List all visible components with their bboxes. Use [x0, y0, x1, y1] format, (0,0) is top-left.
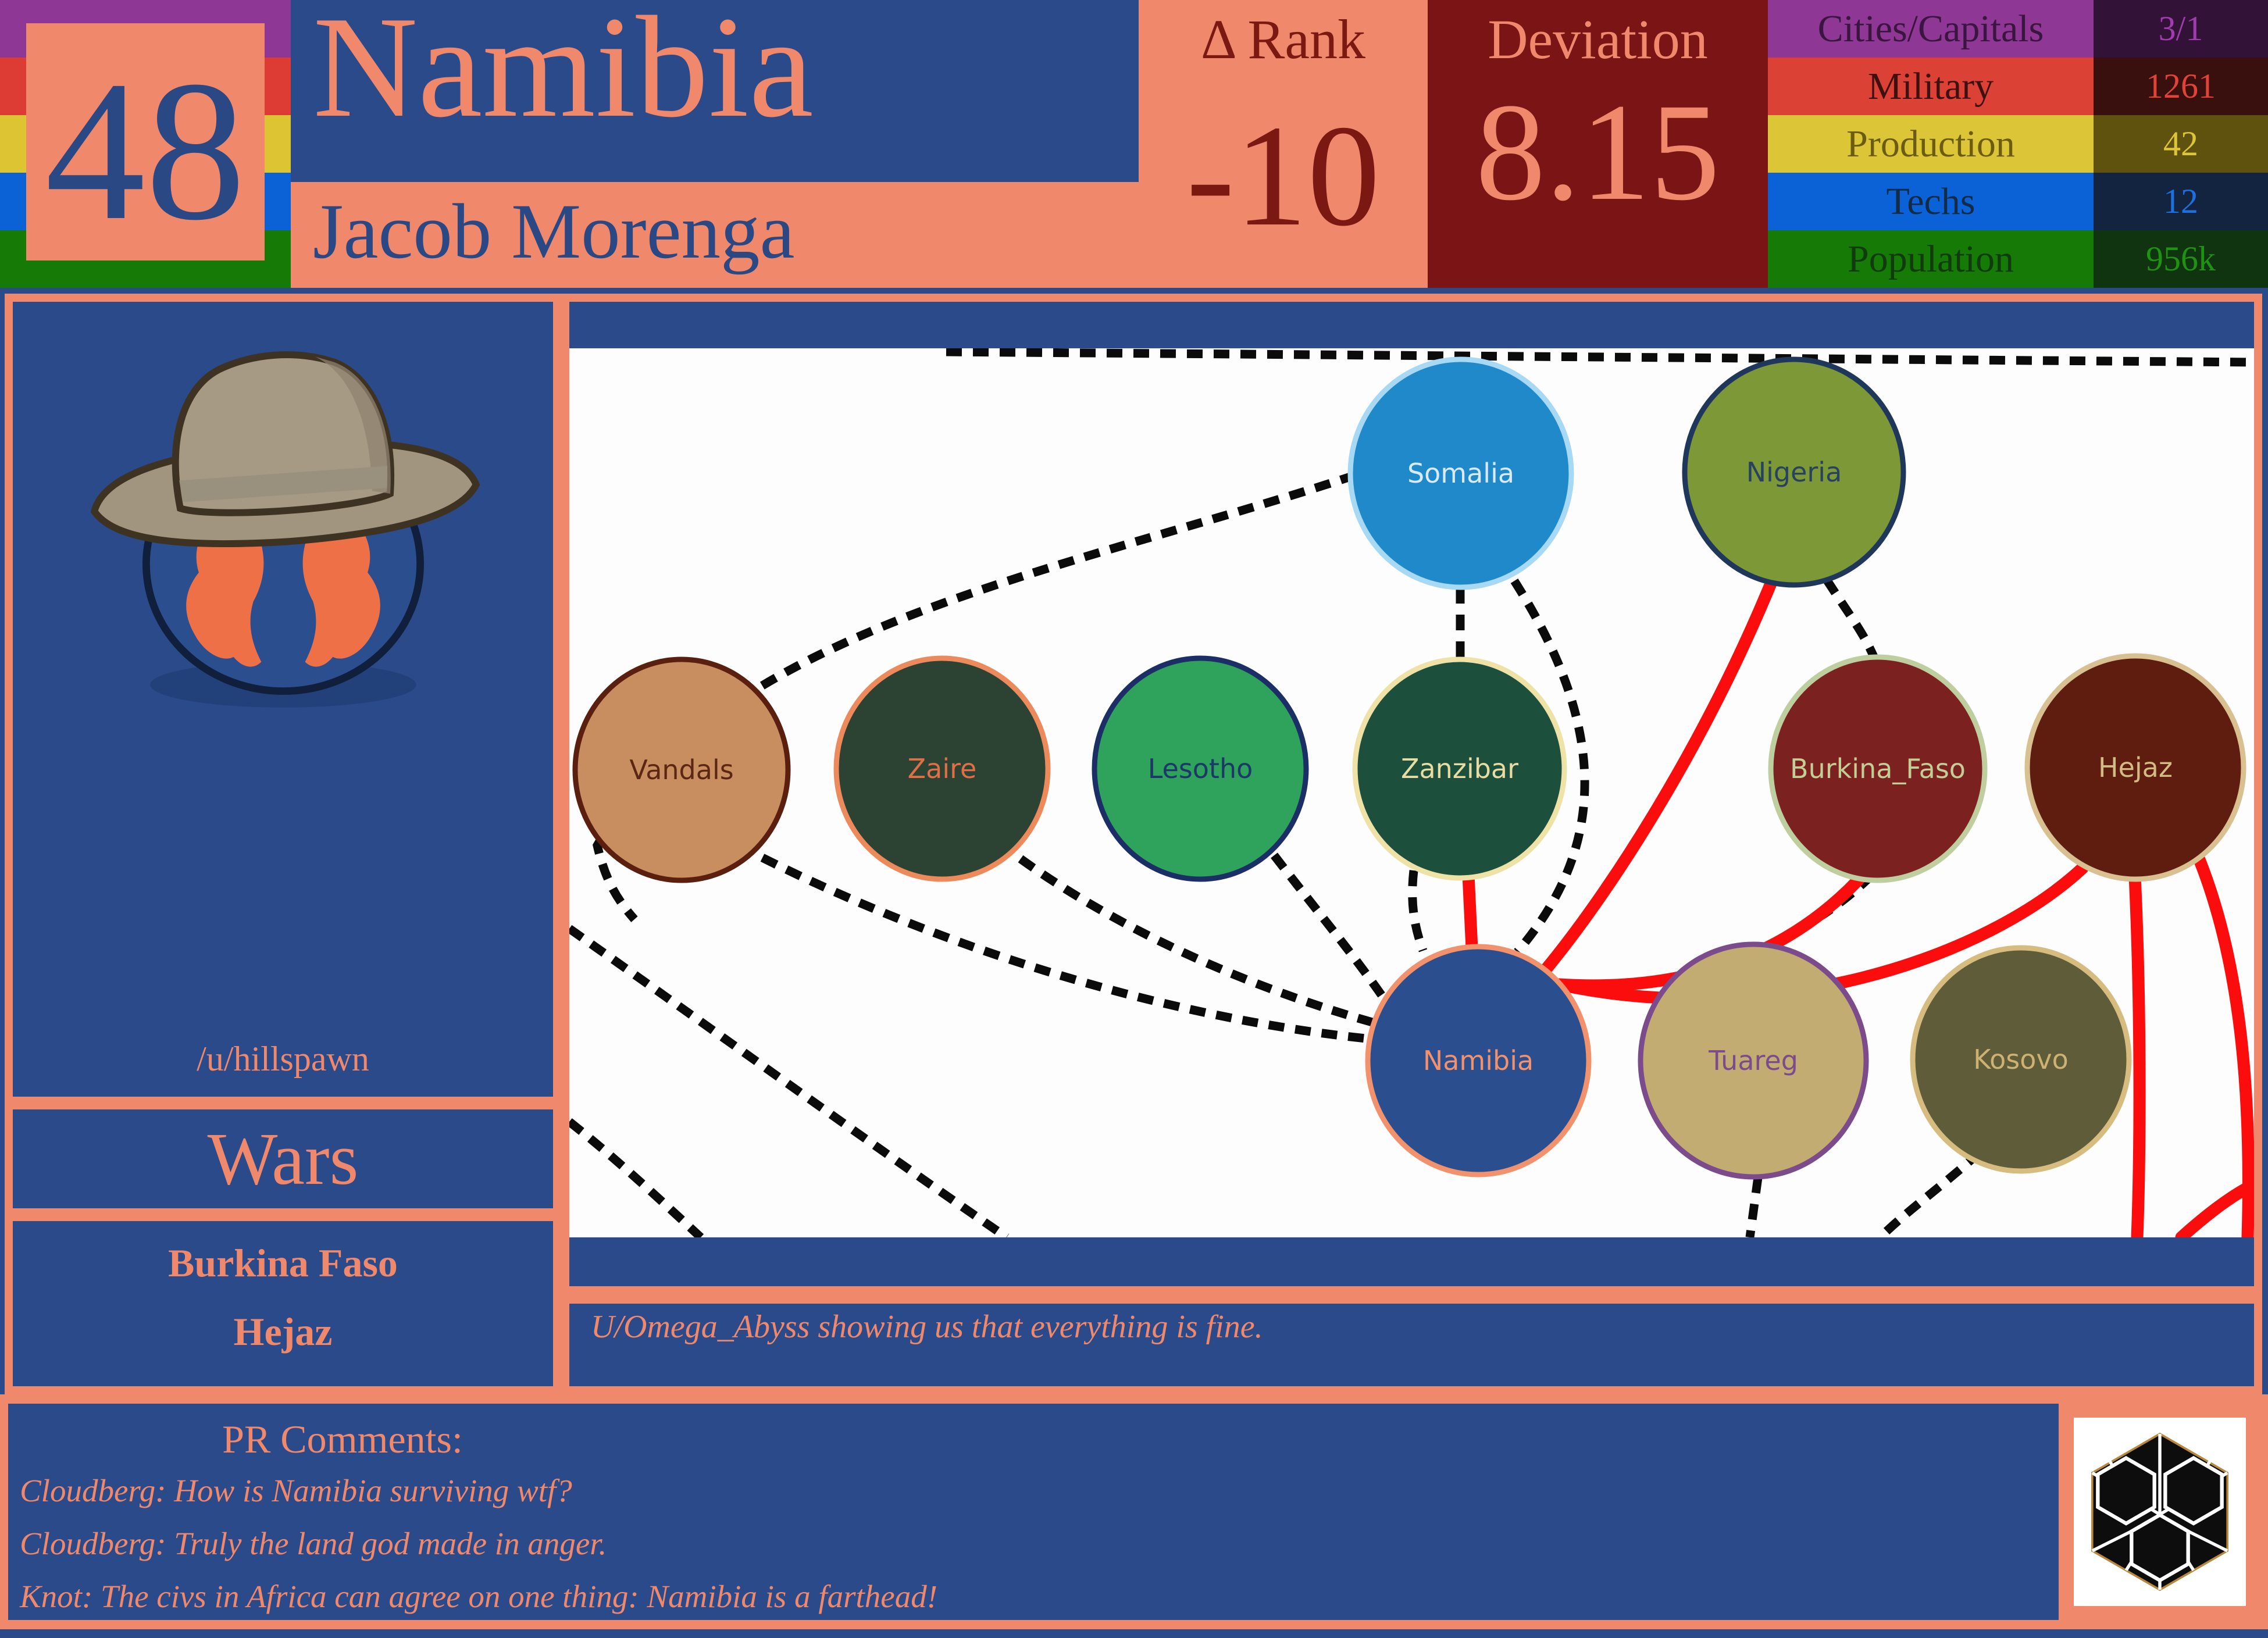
graph-node-hejaz — [2024, 653, 2246, 882]
wars-title: Wars — [207, 1118, 359, 1200]
wars-list: Burkina FasoHejazNigeriaZanzibar — [13, 1221, 553, 1489]
civ-title-block: Namibia — [291, 0, 1139, 182]
stat-value: 1261 — [2094, 58, 2268, 115]
graph-node-tuareg — [1638, 941, 1869, 1180]
graph-nodes: Vandals Zaire Lesotho Zanzibar Somalia Nigeri… — [572, 356, 2246, 1180]
stat-label: Population — [1768, 230, 2094, 288]
pr-comment: Knot: The civs in Africa can agree on on… — [20, 1579, 938, 1614]
graph-edge-offmap-corner-war — [2175, 1178, 2254, 1237]
stat-value: 42 — [2094, 115, 2268, 173]
graph-node-burkina_faso — [1768, 654, 1988, 883]
graph-edge-offmap-left-2 — [569, 1118, 704, 1237]
graph-node-kosovo — [1910, 945, 2132, 1174]
graph-node-label-zanzibar: Zanzibar — [1401, 753, 1518, 784]
logo-box — [2074, 1418, 2246, 1606]
rank-box: 48 — [26, 23, 265, 260]
graph-edge-nigeria-burkina_faso — [1823, 577, 1881, 665]
graph-node-vandals — [572, 656, 791, 883]
graph-edge-zanzibar-namibia-denounce — [1408, 870, 1428, 952]
graph-edge-hejaz-offmap-bottom-war — [2128, 870, 2146, 1237]
stats-table: Cities/Capitals 3/1 Military 1261 Produc… — [1768, 0, 2268, 288]
graph-node-label-vandals: Vandals — [629, 754, 733, 786]
deviation-value: 8.15 — [1475, 74, 1720, 229]
rank-number: 48 — [45, 39, 246, 260]
graph-edge-vandals-namibia — [760, 854, 1372, 1044]
stat-row: Cities/Capitals 3/1 — [1768, 0, 2268, 58]
graph-edges — [569, 348, 2254, 1237]
stat-label: Techs — [1768, 173, 2094, 230]
graph-edge-offmap-left-1 — [569, 925, 1010, 1237]
relationship-graph: Vandals Zaire Lesotho Zanzibar Somalia Nigeri… — [569, 302, 2254, 1386]
graph-edge-somalia-namibia — [1510, 578, 1589, 955]
pr-comments-inner: PR Comments: Cloudberg: How is Namibia s… — [8, 1404, 2260, 1620]
map-bottom-band — [569, 1237, 2254, 1386]
civ-name: Namibia — [313, 0, 814, 148]
graph-edge-somalia-vandals — [593, 470, 1357, 922]
graph-edge-namibia-zanzibar-war — [1462, 869, 1478, 955]
logo-frame — [2059, 1403, 2261, 1621]
graph-node-label-lesotho: Lesotho — [1148, 753, 1253, 784]
diplomacy-map-panel: Vandals Zaire Lesotho Zanzibar Somalia Nigeri… — [561, 294, 2262, 1394]
graph-node-label-tuareg: Tuareg — [1708, 1045, 1798, 1076]
hexagon-logo-icon — [2091, 1432, 2228, 1591]
stat-value: 956k — [2094, 230, 2268, 288]
stat-label: Cities/Capitals — [1768, 0, 2094, 58]
stat-row: Techs 12 — [1768, 173, 2268, 230]
safari-hat — [90, 351, 480, 548]
countryball-portrait: /u/hillspawn — [13, 302, 553, 1097]
pr-comment: Cloudberg: How is Namibia surviving wtf? — [20, 1473, 572, 1508]
war-opponent: Burkina Faso — [168, 1241, 398, 1285]
graph-node-label-namibia: Namibia — [1423, 1045, 1534, 1076]
graph-node-label-zaire: Zaire — [908, 753, 977, 784]
graph-node-zaire — [833, 655, 1051, 882]
graph-edge-kosovo-offmap-bottom — [1877, 1148, 1984, 1237]
war-opponent: Hejaz — [233, 1309, 333, 1354]
graph-edge-offmap-top — [946, 348, 2254, 367]
stat-row: Military 1261 — [1768, 58, 2268, 115]
deviation-label: Deviation — [1488, 8, 1708, 70]
leader-name: Jacob Morenga — [313, 188, 795, 275]
delta-rank-label: Δ Rank — [1200, 8, 1366, 70]
graph-node-label-burkina_faso: Burkina_Faso — [1790, 753, 1966, 784]
relationship-graph-wrap: Vandals Zaire Lesotho Zanzibar Somalia Nigeri… — [569, 302, 2254, 1386]
graph-node-label-somalia: Somalia — [1407, 458, 1514, 489]
stat-value: 12 — [2094, 173, 2268, 230]
pr-comments-title: PR Comments: — [222, 1417, 463, 1461]
graph-edge-namibia-nigeria-war — [1538, 574, 1778, 978]
graph-node-nigeria — [1682, 356, 1906, 588]
leader-block: Jacob Morenga — [291, 182, 1139, 288]
graph-edge-zaire-namibia — [1018, 855, 1376, 1027]
sidebar: /u/hillspawn Wars Burkina FasoHejazNiger… — [5, 294, 561, 1489]
graph-edge-tuareg-offmap-bottom — [1745, 1176, 1763, 1237]
deviation-block: Deviation 8.15 — [1428, 0, 1768, 288]
stat-label: Production — [1768, 115, 2094, 173]
namibia-countryball-illustration — [90, 351, 480, 708]
stat-label: Military — [1768, 58, 2094, 115]
map-caption: U/Omega_Abyss showing us that everything… — [591, 1309, 1263, 1345]
delta-rank-value: -10 — [1186, 95, 1381, 256]
reddit-username: /u/hillspawn — [197, 1040, 369, 1078]
graph-node-label-nigeria: Nigeria — [1746, 456, 1842, 488]
graph-node-zanzibar — [1352, 656, 1567, 881]
map-top-band — [569, 302, 2254, 348]
graph-node-label-hejaz: Hejaz — [2098, 752, 2173, 783]
wars-header: Wars — [13, 1109, 553, 1208]
graph-node-somalia — [1347, 356, 1574, 590]
stat-value: 3/1 — [2094, 0, 2268, 58]
graph-node-namibia — [1365, 944, 1592, 1177]
stat-row: Population 956k — [1768, 230, 2268, 288]
graph-edge-lesotho-namibia — [1271, 852, 1389, 1002]
pr-comments-panel: PR Comments: Cloudberg: How is Namibia s… — [0, 1394, 2268, 1629]
graph-node-label-kosovo: Kosovo — [1973, 1044, 2069, 1075]
stat-row: Production 42 — [1768, 115, 2268, 173]
graph-node-lesotho — [1092, 655, 1309, 882]
pr-comment: Cloudberg: Truly the land god made in an… — [20, 1526, 607, 1561]
delta-rank-block: Δ Rank -10 — [1139, 0, 1428, 288]
graph-edge-namibia-hejaz-war — [1553, 862, 2089, 1005]
caption-divider — [569, 1286, 2254, 1304]
